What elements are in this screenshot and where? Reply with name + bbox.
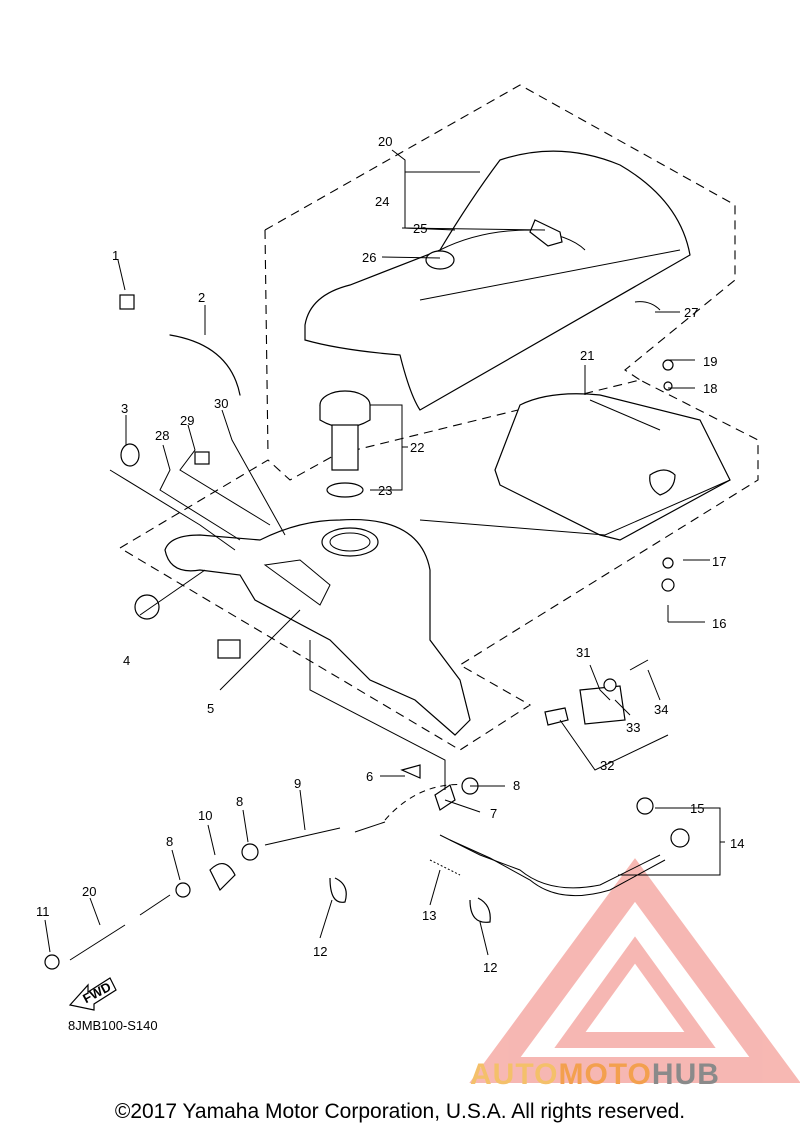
callout-8a: 8 — [513, 778, 520, 793]
seat-part — [304, 150, 691, 411]
seat-assembly-boundary — [264, 84, 736, 381]
callout-19: 19 — [703, 354, 717, 369]
callout-4: 4 — [123, 653, 130, 668]
watermark-hub: HUB — [651, 1058, 720, 1091]
callout-1: 1 — [112, 248, 119, 263]
clip-part — [119, 294, 135, 310]
leader-lines — [44, 149, 725, 956]
callout-24: 24 — [375, 194, 389, 209]
o-ring — [326, 482, 364, 498]
callout-13: 13 — [422, 908, 436, 923]
callout-27: 27 — [684, 305, 698, 320]
callout-7: 7 — [490, 806, 497, 821]
circlip-part — [469, 897, 491, 923]
callout-22: 22 — [410, 440, 424, 455]
callout-21: 21 — [580, 348, 594, 363]
callout-5: 5 — [207, 701, 214, 716]
callout-9: 9 — [294, 776, 301, 791]
callout-14: 14 — [730, 836, 744, 851]
callout-33: 33 — [626, 720, 640, 735]
callout-16: 16 — [712, 616, 726, 631]
watermark-logo — [469, 858, 800, 1083]
callout-labels: 1 2 3 4 5 6 7 8 8 8 9 10 11 12 12 13 14 … — [36, 134, 744, 975]
diagram-code: 8JMB100-S140 — [68, 1018, 158, 1033]
callout-28: 28 — [155, 428, 169, 443]
callout-6: 6 — [366, 769, 373, 784]
watermark-auto: AUTO — [470, 1058, 559, 1091]
fuel-line-parts — [44, 764, 479, 970]
washer-part — [134, 594, 160, 620]
callout-10: 10 — [198, 808, 212, 823]
watermark-text: AUTOMOTOHUB — [470, 1058, 720, 1092]
label-part — [217, 639, 241, 659]
fwd-arrow-icon: FWD — [68, 977, 117, 1011]
callout-8b: 8 — [236, 794, 243, 809]
callout-30: 30 — [214, 396, 228, 411]
circlip-part — [329, 877, 347, 903]
connector-part — [194, 451, 210, 465]
callout-29: 29 — [180, 413, 194, 428]
callout-3: 3 — [121, 401, 128, 416]
callout-15: 15 — [690, 801, 704, 816]
callout-12a: 12 — [313, 944, 327, 959]
seat-base-part — [419, 393, 731, 541]
callout-20a: 20 — [378, 134, 392, 149]
seat-assembly-boundary-left — [264, 229, 269, 456]
callout-23: 23 — [378, 483, 392, 498]
callout-32: 32 — [600, 758, 614, 773]
callout-20b: 20 — [82, 884, 96, 899]
hose-part — [169, 334, 241, 396]
callout-12b: 12 — [483, 960, 497, 975]
fuel-cap-part — [319, 390, 371, 498]
callout-17: 17 — [712, 554, 726, 569]
callout-31: 31 — [576, 645, 590, 660]
callout-25: 25 — [413, 221, 427, 236]
grommet-part — [120, 443, 140, 467]
callout-34: 34 — [654, 702, 668, 717]
seat-logo-badge — [425, 250, 455, 270]
callout-18: 18 — [703, 381, 717, 396]
callout-11: 11 — [36, 904, 50, 919]
callout-2: 2 — [198, 290, 205, 305]
copyright-footer: ©2017 Yamaha Motor Corporation, U.S.A. A… — [114, 1100, 686, 1123]
callout-26: 26 — [362, 250, 376, 265]
watermark-moto: MOTO — [558, 1058, 652, 1091]
callout-8c: 8 — [166, 834, 173, 849]
fuel-tank-part — [164, 518, 471, 736]
